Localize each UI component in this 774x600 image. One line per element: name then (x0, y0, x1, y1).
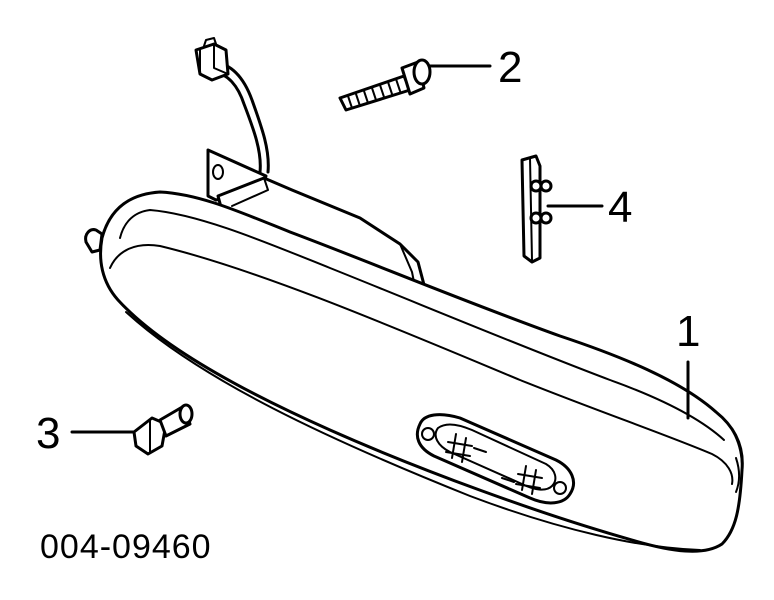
screw-long (338, 58, 432, 112)
wire-harness (194, 37, 270, 174)
assist-handle (84, 176, 744, 553)
callout-2: 2 (498, 43, 522, 92)
switch-glyph-left (445, 433, 487, 463)
bolt-small (132, 403, 194, 456)
callout-4: 4 (608, 183, 632, 232)
retainer-clip (520, 154, 553, 264)
part-code: 004-09460 (40, 528, 212, 566)
harness-connector (194, 37, 230, 82)
switch-glyph-right (501, 465, 543, 495)
callout-1: 1 (676, 307, 700, 356)
callout-labels: 1 2 3 4 (36, 43, 700, 458)
switch-bezel (415, 413, 575, 505)
callout-3: 3 (36, 409, 60, 458)
callout-leaders (70, 64, 690, 434)
